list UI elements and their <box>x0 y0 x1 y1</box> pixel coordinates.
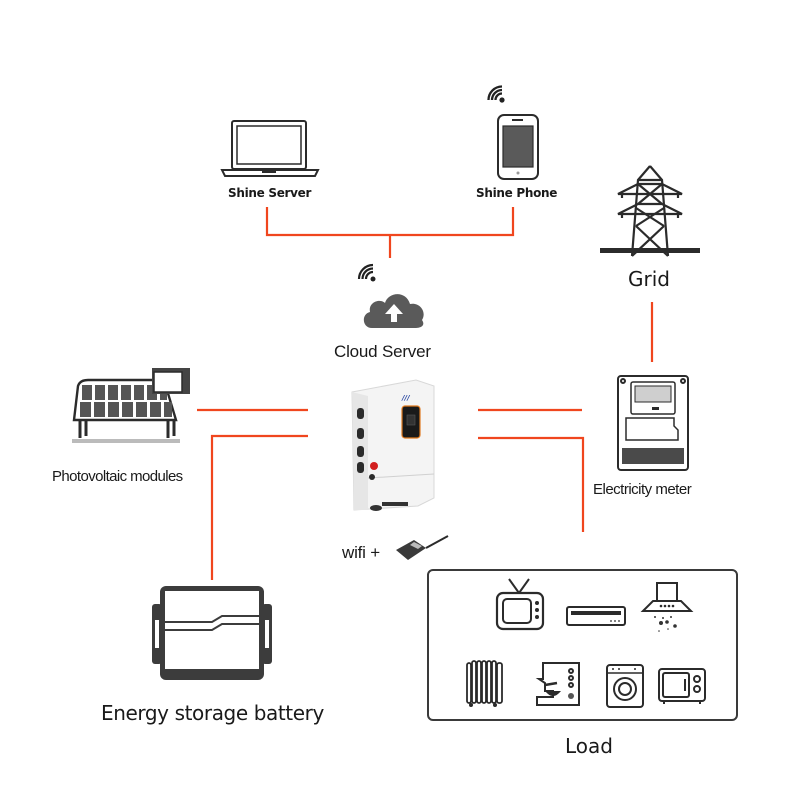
pv-label: Photovoltaic modules <box>52 468 183 485</box>
cloud-server-label: Cloud Server <box>334 342 431 361</box>
load-box <box>427 569 738 721</box>
load-label: Load <box>565 734 613 758</box>
transmission-tower-icon <box>600 165 700 257</box>
laptop-icon <box>220 120 320 177</box>
solar-panel-icon <box>72 368 190 443</box>
electricity-meter-icon <box>617 375 689 471</box>
cloud-server-node <box>360 286 428 330</box>
hybrid-inverter-icon: /// <box>351 379 435 511</box>
grid-label: Grid <box>628 267 670 291</box>
shine-phone-label: Shine Phone <box>476 186 558 200</box>
meter-node <box>616 374 690 472</box>
shine-phone-node <box>496 113 540 181</box>
cloud-wifi-icon <box>357 263 380 285</box>
washing-machine-icon <box>606 664 644 708</box>
grid-node <box>598 162 702 258</box>
cloud-upload-icon <box>363 294 424 328</box>
oil-heater-icon <box>466 660 503 707</box>
wire-phone-cloud <box>390 207 515 237</box>
range-hood-icon <box>640 582 694 632</box>
microwave-icon <box>658 668 706 704</box>
battery-label: Energy storage battery <box>101 701 324 725</box>
stand-mixer-icon <box>535 662 580 706</box>
wifi-dongle-icon <box>396 535 449 560</box>
wifi-label: wifi + <box>342 543 381 562</box>
shine-server-label: Shine Server <box>228 186 312 200</box>
battery-icon <box>152 586 272 680</box>
battery-node <box>150 584 274 684</box>
svg-text:///: /// <box>401 394 411 402</box>
smartphone-icon <box>497 114 539 180</box>
shine-server-node <box>220 118 320 180</box>
television-icon <box>495 578 545 631</box>
wire-server-cloud <box>265 207 390 237</box>
wifi-dongle-node <box>392 530 452 564</box>
wire-inverter-load <box>478 436 585 532</box>
wire-battery-inverter <box>210 434 308 580</box>
meter-label: Electricity meter <box>593 481 692 498</box>
phone-wifi-icon <box>486 82 510 106</box>
inverter-node: /// <box>346 378 446 518</box>
pv-node <box>68 362 200 446</box>
air-conditioner-icon <box>566 606 626 626</box>
